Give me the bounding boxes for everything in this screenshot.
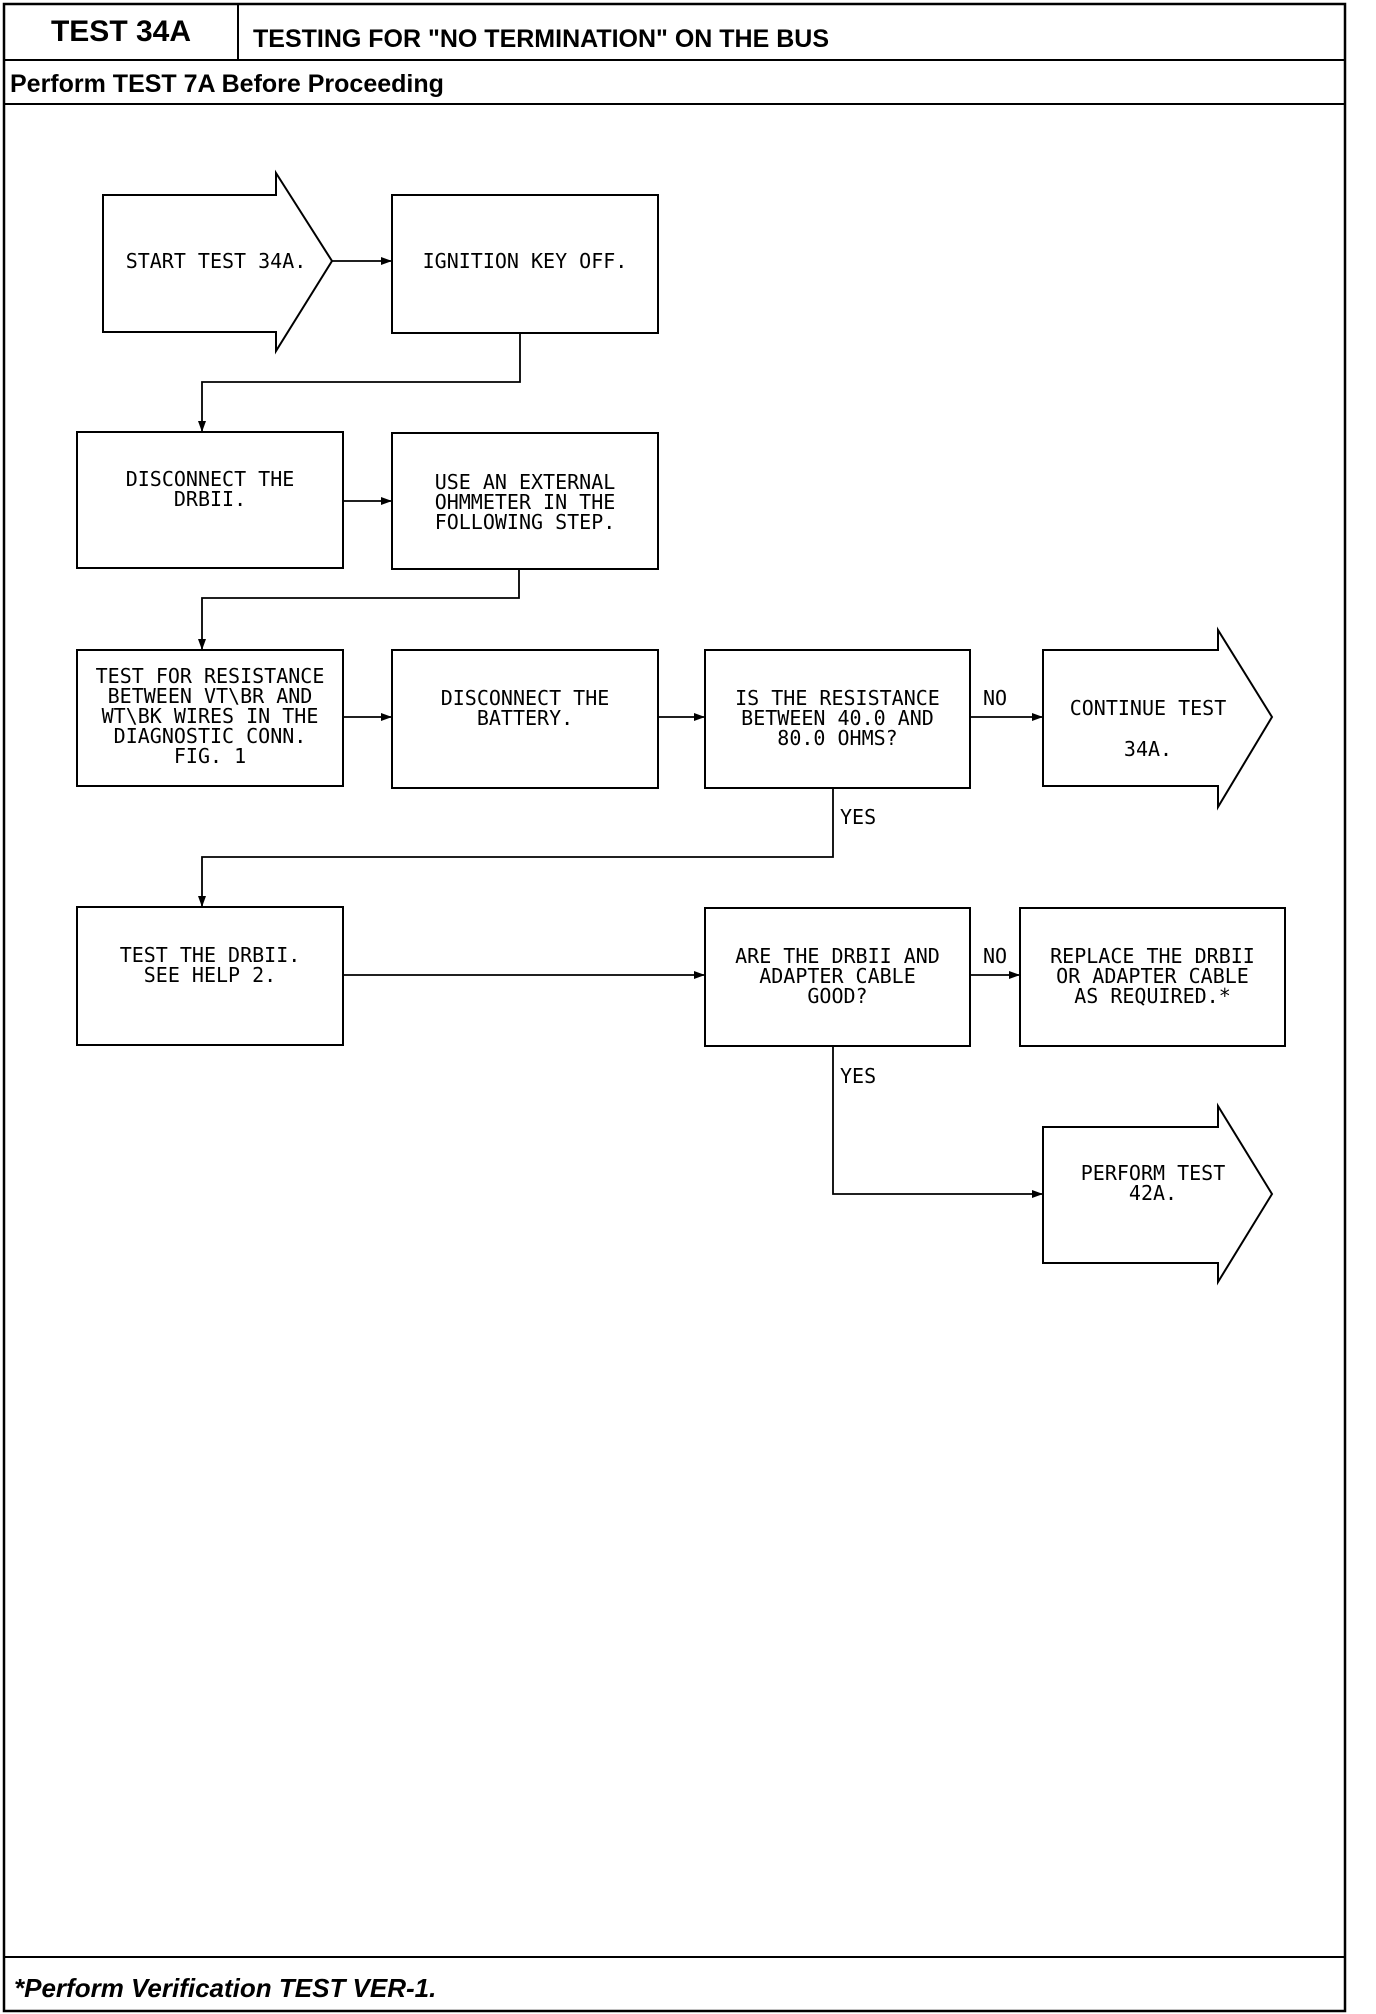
use-ohmmeter-box: [391, 432, 659, 570]
resistance-question-box: [704, 649, 971, 789]
disconnect-battery-box: [391, 649, 659, 789]
yes-branch-label: YES: [840, 805, 877, 829]
cable-question-label: ARE THE DRBII AND ADAPTER CABLE GOOD?: [735, 944, 940, 1008]
disconnect-drbii-box: [76, 431, 344, 569]
footer-note: *Perform Verification TEST VER-1.: [14, 1973, 437, 2003]
test-drbii-box: [76, 906, 344, 1046]
yes-branch-arrow: [832, 1046, 1043, 1198]
test-resistance-box: [76, 649, 344, 787]
replace-drbii-box: [1019, 907, 1286, 1047]
connector-arrow: [198, 569, 520, 650]
disconnect-drbii-label: DISCONNECT THE DRBII.: [125, 467, 295, 511]
start-arrow-shape: [102, 169, 334, 355]
use-ohmmeter-label: USE AN EXTERNAL OHMMETER IN THE FOLLOWIN…: [434, 470, 616, 534]
test-id: TEST 34A: [50, 15, 192, 48]
yes-branch-label: YES: [840, 1064, 877, 1088]
connector-arrow: [198, 333, 521, 432]
continue-test-label: CONTINUE TEST 34A.: [1069, 696, 1227, 761]
disconnect-battery-label: DISCONNECT THE BATTERY.: [440, 686, 610, 730]
cable-question-box: [704, 907, 971, 1047]
ignition-off-label: IGNITION KEY OFF.: [422, 249, 628, 273]
continue-test-arrow-shape: [1042, 626, 1274, 811]
start-label: START TEST 34A.: [125, 249, 307, 273]
no-branch-label: NO: [983, 686, 1008, 710]
perform-test-label: PERFORM TEST 42A.: [1080, 1161, 1226, 1205]
test-drbii-label: TEST THE DRBII. SEE HELP 2.: [119, 943, 301, 987]
prerequisite-note: Perform TEST 7A Before Proceeding: [10, 70, 444, 98]
test-resistance-label: TEST FOR RESISTANCE BETWEEN VT\BR AND WT…: [95, 664, 325, 768]
yes-branch-arrow: [198, 788, 834, 907]
page-title: TESTING FOR "NO TERMINATION" ON THE BUS: [253, 25, 830, 53]
replace-drbii-label: REPLACE THE DRBII OR ADAPTER CABLE AS RE…: [1050, 944, 1255, 1008]
resistance-question-label: IS THE RESISTANCE BETWEEN 40.0 AND 80.0 …: [735, 686, 940, 750]
no-branch-label: NO: [983, 944, 1008, 968]
perform-test-arrow-shape: [1042, 1102, 1274, 1286]
ignition-off-box: [391, 194, 659, 334]
page-border: [2, 2, 1347, 2013]
